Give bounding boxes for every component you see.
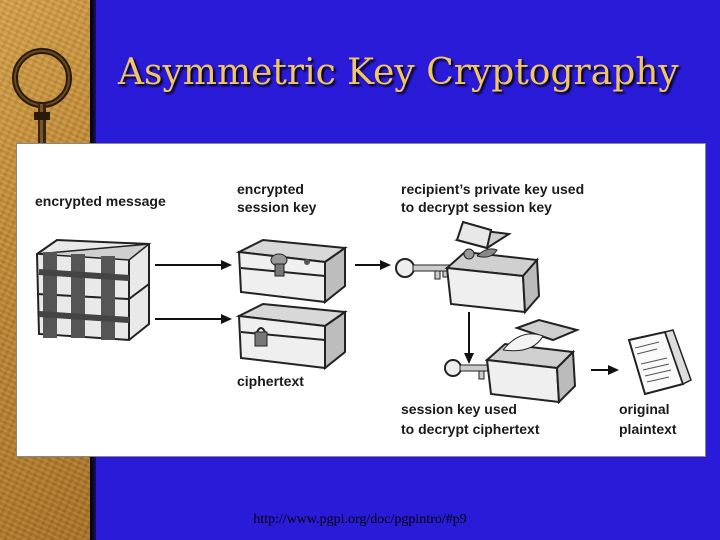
- label-original-line1: original: [619, 402, 670, 417]
- locked-trunk-icon: [239, 304, 345, 368]
- open-trunk-icon: [487, 320, 577, 402]
- label-encrypted-session-key-line1: encrypted: [237, 182, 304, 197]
- source-url: http://www.pgpi.org/doc/pgpintro/#p9: [0, 512, 720, 528]
- key-icon: [396, 259, 449, 279]
- label-ciphertext: ciphertext: [237, 374, 304, 389]
- slide-title: Asymmetric Key Cryptography: [118, 52, 718, 93]
- label-encrypted-session-key-line2: session key: [237, 200, 316, 215]
- diagram-illustration: [17, 144, 705, 456]
- key-icon: [445, 360, 490, 379]
- diagram-panel: encrypted message encrypted session key …: [16, 143, 706, 457]
- label-private-key-line1: recipient’s private key used: [401, 182, 584, 197]
- document-icon: [629, 330, 691, 394]
- label-original-line2: plaintext: [619, 422, 677, 437]
- label-session-key-line2: to decrypt ciphertext: [401, 422, 539, 437]
- label-private-key-line2: to decrypt session key: [401, 200, 552, 215]
- bundled-trunks-icon: [37, 240, 149, 340]
- label-session-key-line1: session key used: [401, 402, 517, 417]
- label-encrypted-message: encrypted message: [35, 194, 166, 209]
- locked-trunk-icon: [239, 240, 345, 302]
- open-trunk-icon: [447, 222, 539, 312]
